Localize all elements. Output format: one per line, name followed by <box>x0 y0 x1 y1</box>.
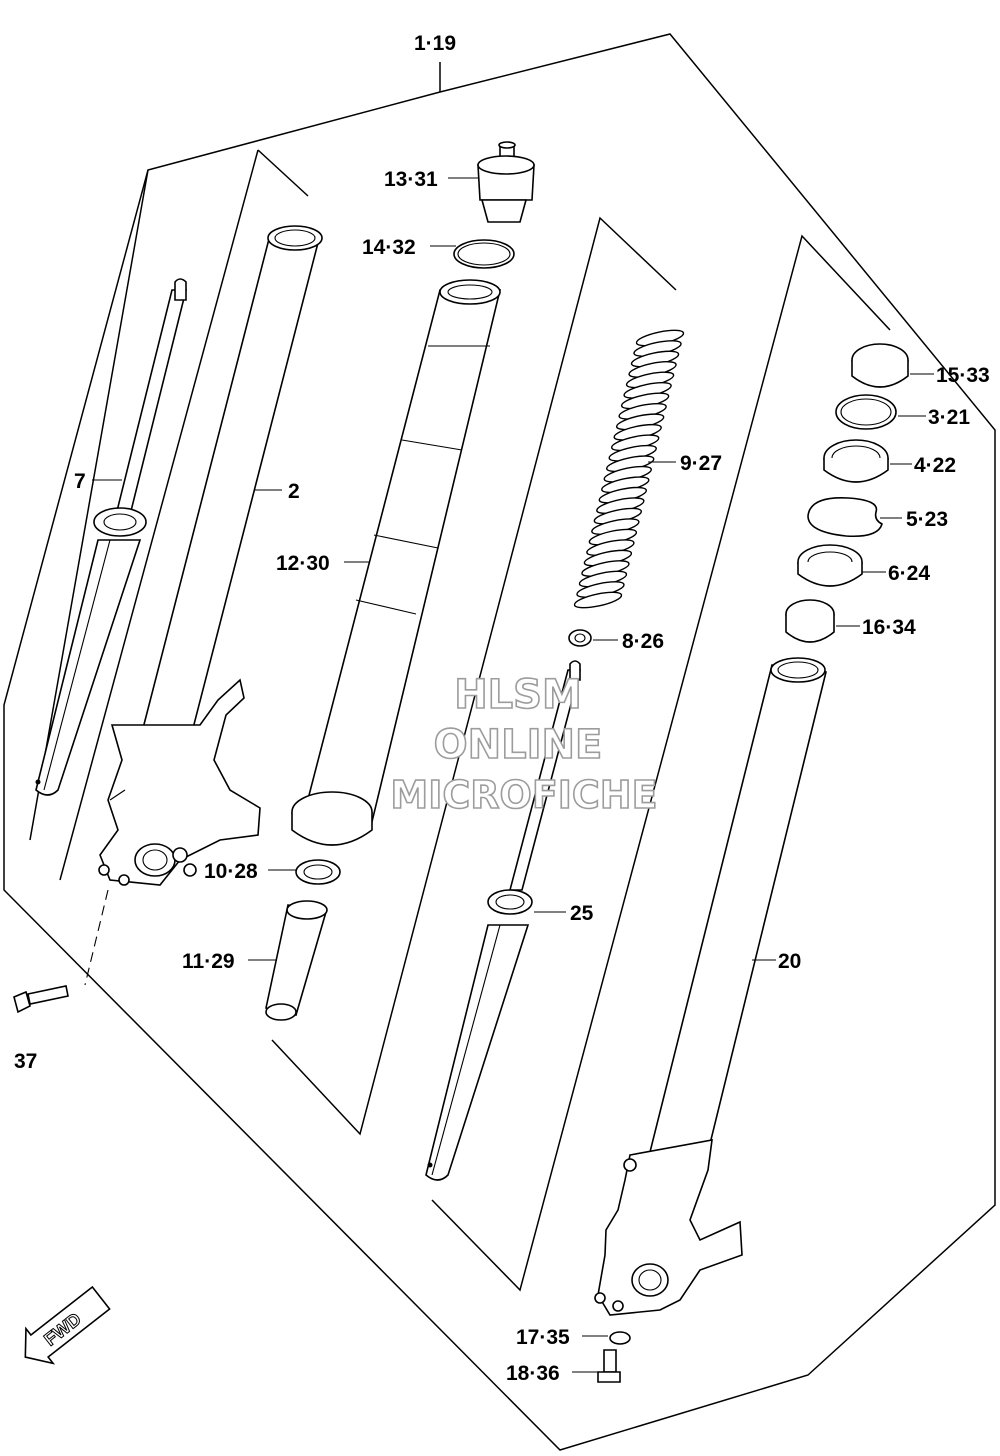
label-20: 20 <box>778 950 801 973</box>
bushing-cylinder <box>265 900 328 1021</box>
label-assembly: 1·19 <box>414 32 456 55</box>
label-8-26: 8·26 <box>622 630 664 653</box>
watermark-line2: ONLINE <box>434 722 603 768</box>
fork-spring <box>573 329 685 609</box>
o-ring <box>453 239 515 269</box>
lock-nut <box>568 629 592 647</box>
label-10-28: 10·28 <box>204 860 258 883</box>
watermark-line3: MICROFICHE <box>390 773 657 817</box>
washer <box>609 1331 631 1345</box>
inner-tube <box>291 279 502 846</box>
leader-lines <box>92 177 934 1373</box>
label-2: 2 <box>288 480 300 503</box>
label-9-27: 9·27 <box>680 452 722 475</box>
label-7: 7 <box>74 470 86 493</box>
left-fork-frame <box>29 149 309 881</box>
damper-rod-left <box>35 278 188 796</box>
part-labels: 1·19 2 7 12·30 13·31 14·32 9·27 8·26 10·… <box>14 32 990 1385</box>
assembly-outline <box>3 33 996 1451</box>
fwd-direction-badge: FWD <box>24 1285 111 1365</box>
label-3-21: 3·21 <box>928 406 970 429</box>
label-12-30: 12·30 <box>276 552 330 575</box>
right-fork-frame <box>431 234 891 1292</box>
label-16-34: 16·34 <box>862 616 916 639</box>
label-6-24: 6·24 <box>888 562 930 585</box>
label-14-32: 14·32 <box>362 236 416 259</box>
label-11-29: 11·29 <box>182 950 235 973</box>
oil-seal <box>295 859 341 885</box>
ring-stack <box>785 343 909 643</box>
fork-cap <box>477 141 535 223</box>
spring-coil <box>573 591 623 609</box>
label-17-35: 17·35 <box>516 1326 570 1349</box>
outer-tube-left <box>98 225 323 886</box>
outer-tube-right <box>594 657 827 1316</box>
label-4-22: 4·22 <box>914 454 956 477</box>
label-5-23: 5·23 <box>906 508 948 531</box>
inner-tube-frame <box>271 216 677 1136</box>
label-37: 37 <box>14 1050 37 1073</box>
label-18-36: 18·36 <box>506 1362 560 1385</box>
label-15-33: 15·33 <box>936 364 990 387</box>
drain-bolt <box>597 1349 621 1383</box>
bolt-37 <box>13 889 109 1014</box>
watermark-line1: HLSM <box>454 672 582 718</box>
label-25: 25 <box>570 902 594 925</box>
damper-rod-center <box>425 660 582 1181</box>
watermark: HLSM ONLINE MICROFICHE <box>390 671 659 818</box>
label-13-31: 13·31 <box>384 168 438 191</box>
